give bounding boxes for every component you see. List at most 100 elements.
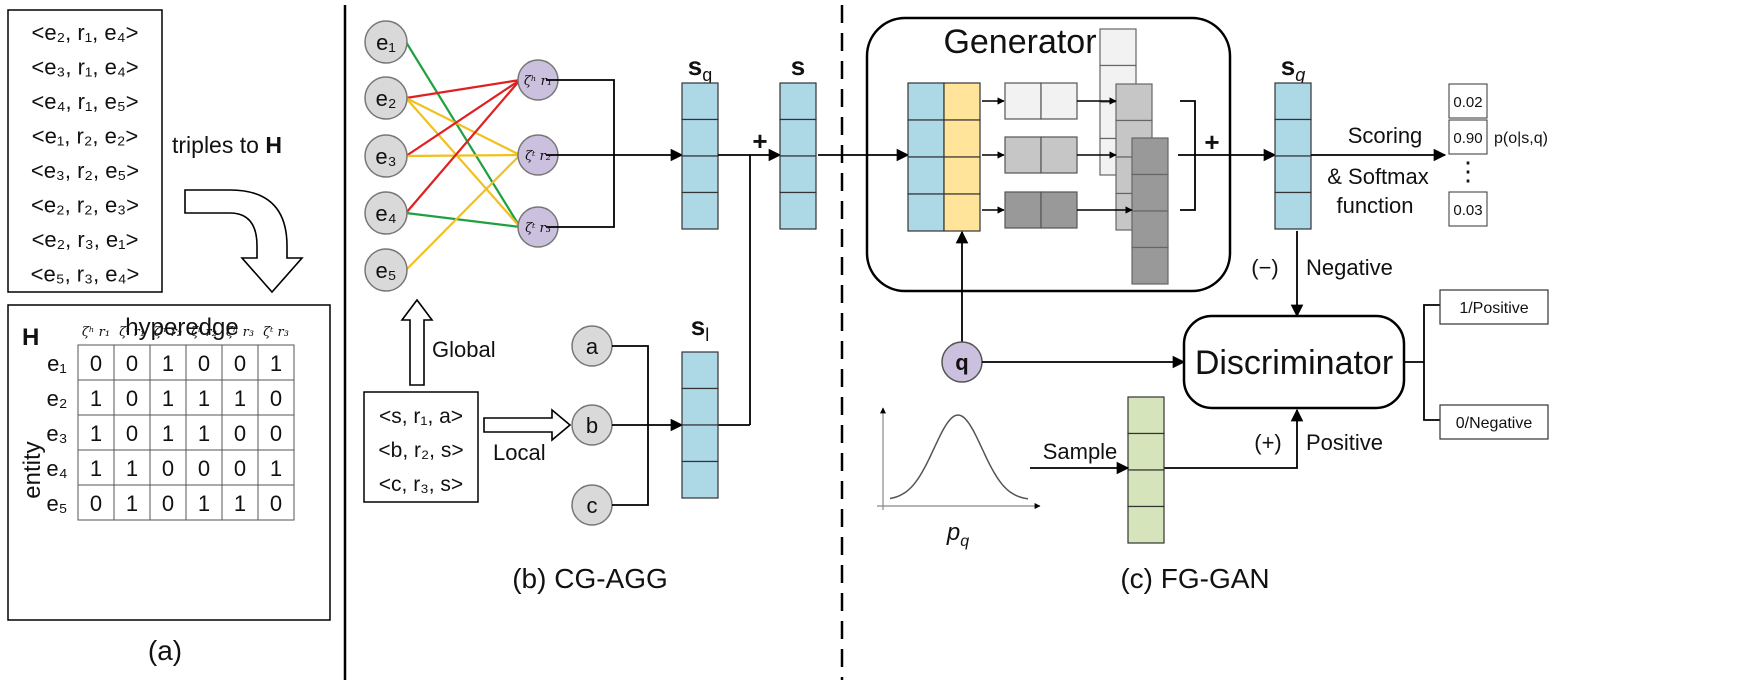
triple-item: <e₂, r₁, e₄>	[32, 20, 139, 45]
vector-cell	[1127, 432, 1165, 471]
entity-node	[364, 20, 408, 64]
matrix-cell-value: 0	[90, 491, 102, 516]
gen-query-cell	[943, 82, 981, 121]
caption-c: (c) FG-GAN	[1120, 563, 1269, 594]
matrix-row-label: e₄	[46, 456, 67, 481]
hyperedge-link	[405, 153, 521, 158]
matrix-cell-value: 0	[270, 421, 282, 446]
plus-b: +	[752, 126, 767, 156]
gen-input-cell	[907, 156, 945, 195]
matrix-box	[7, 304, 331, 621]
sl-label: sl	[691, 311, 709, 345]
matrix-cell-value: 1	[234, 491, 246, 516]
gen-hidden-cell	[1040, 136, 1078, 174]
matrix-cell-value: 1	[198, 386, 210, 411]
vector-cell	[1274, 155, 1312, 194]
hyperedge-node-label: ζᵗ r₂	[525, 149, 551, 164]
matrix-cell-value: 0	[234, 456, 246, 481]
local-node-label: a	[586, 334, 599, 359]
matrix-cell-value: 0	[90, 351, 102, 376]
gen-input-cell	[907, 82, 945, 121]
vector-cell	[1274, 82, 1312, 121]
triples-list: <e₂, r₁, e₄><e₃, r₁, e₄><e₄, r₁, e₅><e₁,…	[31, 20, 140, 287]
matrix-cell-value: 1	[126, 491, 138, 516]
local-triples-list: <s, r₁, a><b, r₂, s><c, r₃, s>	[378, 405, 463, 496]
matrix-cell-value: 1	[90, 386, 102, 411]
matrix-cell-value: 0	[270, 386, 282, 411]
local-nodes: abc	[571, 325, 613, 526]
gen-hidden-cell	[1004, 191, 1042, 229]
hyperedge-link	[405, 97, 521, 228]
matrix-cell-value: 0	[126, 386, 138, 411]
hyperedge-link	[405, 79, 521, 214]
gen-input-cell	[907, 193, 945, 232]
distribution-plot	[877, 407, 1041, 510]
matrix-cell-value: 0	[126, 421, 138, 446]
column-group-label: hyperedge	[125, 314, 238, 341]
matrix-row-label: e₂	[47, 386, 68, 411]
triples-to-h-arrow	[184, 189, 304, 294]
gaussian-curve	[889, 414, 1029, 500]
entity-node	[364, 191, 408, 235]
gen-output-cell	[1131, 246, 1169, 285]
gen-output-cell	[1131, 137, 1169, 176]
matrix-row-label: e₅	[46, 491, 67, 516]
probability-cell	[1448, 119, 1488, 155]
matrix-cell-value: 1	[162, 386, 174, 411]
negative-label: Negative	[1306, 255, 1393, 280]
gen-output-cell	[1131, 173, 1169, 212]
matrix-cell-value: 0	[198, 351, 210, 376]
triple-item: <e₂, r₂, e₃>	[31, 193, 139, 218]
sg-label: sg	[688, 51, 712, 85]
arrow-label: triples to H	[172, 132, 282, 158]
scoring-label: Scoring	[1348, 123, 1423, 148]
panel-a: <e₂, r₁, e₄><e₃, r₁, e₄><e₄, r₁, e₅><e₁,…	[7, 9, 331, 666]
discriminator-output-box	[1439, 404, 1549, 440]
local-arrow	[483, 408, 572, 442]
gen-hidden-cell	[1040, 82, 1078, 120]
matrix-cell-value: 1	[126, 456, 138, 481]
panel-c: Generator + sq Scoring & Softmax functio…	[818, 16, 1549, 594]
triple-item: <e₄, r₁, e₅>	[31, 89, 138, 114]
matrix-cell-value: 0	[126, 351, 138, 376]
gen-output-cell	[1131, 210, 1169, 249]
vector-cell	[1274, 191, 1312, 230]
hyperedge-link	[405, 79, 521, 157]
gen-hidden-cell	[1004, 136, 1042, 174]
matrix-column-header: ζʰ r₂	[154, 325, 182, 340]
matrix-cell-value: 0	[234, 421, 246, 446]
softmax-label: & Softmax	[1327, 164, 1428, 189]
matrix-cell-value: 1	[198, 421, 210, 446]
probability-cell	[1448, 83, 1488, 119]
vector-cell	[1274, 118, 1312, 157]
matrix-row-label: e₁	[47, 351, 67, 376]
vector-cell	[779, 191, 817, 230]
vector-cell	[681, 351, 719, 390]
matrix-cell-value: 1	[162, 421, 174, 446]
function-label: function	[1336, 193, 1413, 218]
matrix-cell-value: 1	[198, 491, 210, 516]
probability-value: 0.02	[1453, 94, 1482, 111]
matrix-cell-value: 0	[270, 491, 282, 516]
vector-cell	[1127, 469, 1165, 508]
matrix-column-header: ζᵗ r₁	[119, 325, 145, 340]
gen-query-cell	[943, 119, 981, 158]
local-node-label: c	[587, 493, 598, 518]
matrix-column-header: ζᵗ r₂	[191, 325, 217, 340]
entity-node	[364, 248, 408, 292]
local-label: Local	[493, 440, 546, 465]
entity-node-label: e₁	[376, 30, 396, 55]
vector-cell	[1127, 505, 1165, 544]
hyperedge-link	[405, 78, 521, 100]
vector-cell	[681, 155, 719, 194]
prob-label: p(o|s,q)	[1494, 130, 1548, 147]
triples-box	[7, 9, 163, 293]
sq-label: sq	[1281, 51, 1305, 85]
matrix-column-header: ζʰ r₃	[226, 325, 254, 340]
sq-vector	[1274, 82, 1312, 230]
triple-item: <e₂, r₃, e₁>	[32, 227, 139, 252]
sample-label: Sample	[1043, 439, 1118, 464]
